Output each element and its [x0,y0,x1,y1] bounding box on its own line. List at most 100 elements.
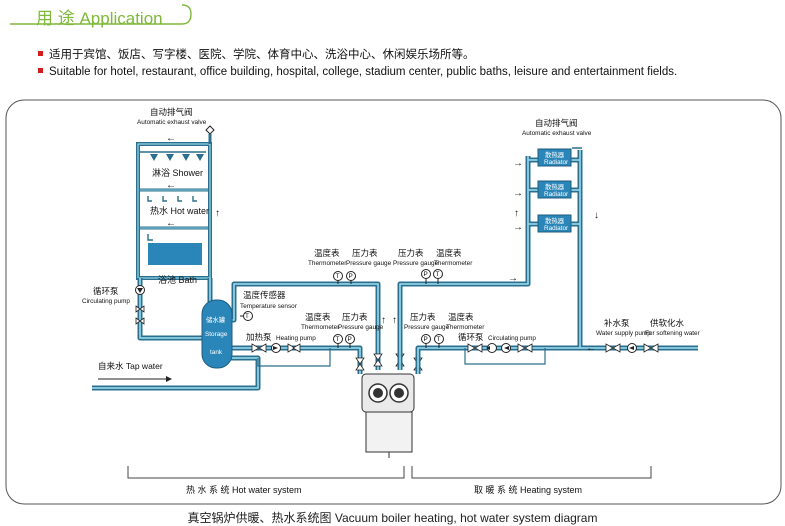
arrow-down-right: ↓ [594,210,599,221]
gauge-p-right-lower: P [424,336,428,343]
label-thermo-zh-right-lower: 温度表 [448,312,474,322]
bullet-zh: 适用于宾馆、饭店、写字楼、医院、学院、体育中心、洗浴中心、休闲娱乐场所等。 [38,46,475,62]
label-circ-zh-left: 循环泵 [93,286,119,296]
label-hot-system: 热 水 系 统 Hot water system [186,484,302,495]
label-thermo-en-right-upper: Thermometer [434,260,473,267]
label-press-en-right-lower: Pressure gauge [404,324,450,331]
temp-sensor-icon [243,311,253,321]
boiler-valves [355,353,423,371]
label-exhaust-en-left: Automatic exhaust valve [137,119,207,126]
header-title: 用 途 Application [36,9,163,28]
radiator1-en: Radiator [544,159,569,166]
pipes-right [397,150,698,374]
label-tempsensor-en: Temperature sensor [240,303,298,310]
label-supply-en: Water supply pump [596,330,651,337]
label-press-en-right-upper: Pressure gauge [393,260,439,267]
label-heatpump-en: Heating pump [276,335,316,342]
arrow-left-top: ← [166,133,176,144]
gauges-left-upper [333,271,356,284]
label-press-zh-right-lower: 压力表 [410,312,436,322]
radiators [537,148,572,233]
tank-en1: Storage [205,331,228,338]
section-brackets [127,466,652,479]
radiator3-en: Radiator [544,225,569,232]
label-heating-system: 取 暖 系 统 Heating system [474,484,582,495]
tank-en2: tank [210,349,223,356]
label-bath: 浴池 Bath [158,274,197,285]
circulating-pump-right [467,343,533,353]
storage-tank: 储水罐 Storage tank [201,299,233,369]
label-press-en-left-upper: Pressure gauge [346,260,392,267]
hot-water-taps [147,196,197,202]
gauge-p-left-lower: P [348,336,352,343]
label-hot-water: 热水 Hot water [150,205,209,216]
gauge-t-right-lower: T [437,336,441,343]
arrow-left-supply: ← [586,343,596,354]
gauges-left-lower [333,334,355,348]
vacuum-boiler [361,373,415,458]
radiator3-zh: 散热器 [545,216,565,225]
pipes-left [92,278,381,391]
arrow-right-r2: → [513,188,523,199]
exhaust-valve-left-icon [205,125,215,135]
label-thermo-zh-right-upper: 温度表 [436,248,462,258]
arrow-up-right: ↑ [514,208,519,219]
water-supply-pump [605,343,659,353]
gauges-right-upper [421,269,443,284]
label-thermo-zh-left-upper: 温度表 [314,248,340,258]
tank-zh: 储水罐 [206,315,226,324]
label-thermo-zh-left-lower: 温度表 [305,312,331,322]
label-circ-zh-right: 循环泵 [458,332,484,342]
gauge-p-left-upper: P [349,273,353,280]
tap-water-arrowhead-icon [166,376,172,382]
gauge-t-right-upper: T [436,271,440,278]
label-press-en-left-lower: Pressure gauge [338,324,384,331]
label-thermo-en-right-lower: Thermometer [446,324,485,331]
label-soft-en: For softening water [645,330,701,337]
label-shower: 淋浴 Shower [152,167,203,178]
building-left: 淋浴 Shower 热水 Hot water 浴池 Bath [136,142,212,285]
bullet-en: Suitable for hotel, restaurant, office b… [38,66,677,78]
label-tempsensor-zh: 温度传感器 [243,290,286,300]
arrow-up-boiler-right: ↑ [392,315,397,326]
application-header: 用 途 Application [6,2,196,28]
bath-water [148,243,202,265]
label-press-zh-left-lower: 压力表 [342,312,368,322]
temp-sensor-t: T [245,313,249,320]
label-exhaust-zh-left: 自动排气阀 [150,107,193,117]
circulating-pump-left [135,285,145,325]
header-bracket [10,4,192,25]
arrow-up-boiler-left: ↑ [381,315,386,326]
label-heatpump-zh: 加热泵 [246,332,272,342]
arrow-left-mid1: ← [166,180,176,191]
gauge-t-left-lower: T [336,336,340,343]
arrow-left-mid2: ← [166,218,176,229]
shower-heads [150,154,204,161]
gauge-t-left-upper: T [336,273,340,280]
gauges-right-lower [421,334,444,348]
radiator1-zh: 散热器 [545,150,565,159]
diagram-frame [5,99,782,505]
label-tap-water: 自来水 Tap water [98,361,163,371]
arrow-up-building: ↑ [215,208,220,219]
label-thermo-en-left-upper: Thermometer [308,260,347,267]
label-circ-en-right: Circulating pump [488,335,536,342]
label-exhaust-zh-right: 自动排气阀 [535,118,578,128]
diagram-caption: 真空锅炉供暖、热水系统图 Vacuum boiler heating, hot … [187,511,598,525]
radiator2-en: Radiator [544,191,569,198]
label-exhaust-en-right: Automatic exhaust valve [522,130,592,137]
gauge-p-right-upper: P [424,271,428,278]
bypass-left [257,348,331,367]
arrow-right-r1: → [513,158,523,169]
arrow-right-r3: → [513,222,523,233]
label-press-zh-right-upper: 压力表 [398,248,424,258]
bypass-right [464,348,546,365]
label-soft-zh: 供软化水 [650,318,685,328]
heating-pump-left [251,343,301,353]
arrow-right-supply: → [508,273,518,284]
radiator2-zh: 散热器 [545,182,565,191]
label-circ-en-left: Circulating pump [82,298,130,305]
label-supply-zh: 补水泵 [604,318,630,328]
label-thermo-en-left-lower: Thermometer [301,324,340,331]
